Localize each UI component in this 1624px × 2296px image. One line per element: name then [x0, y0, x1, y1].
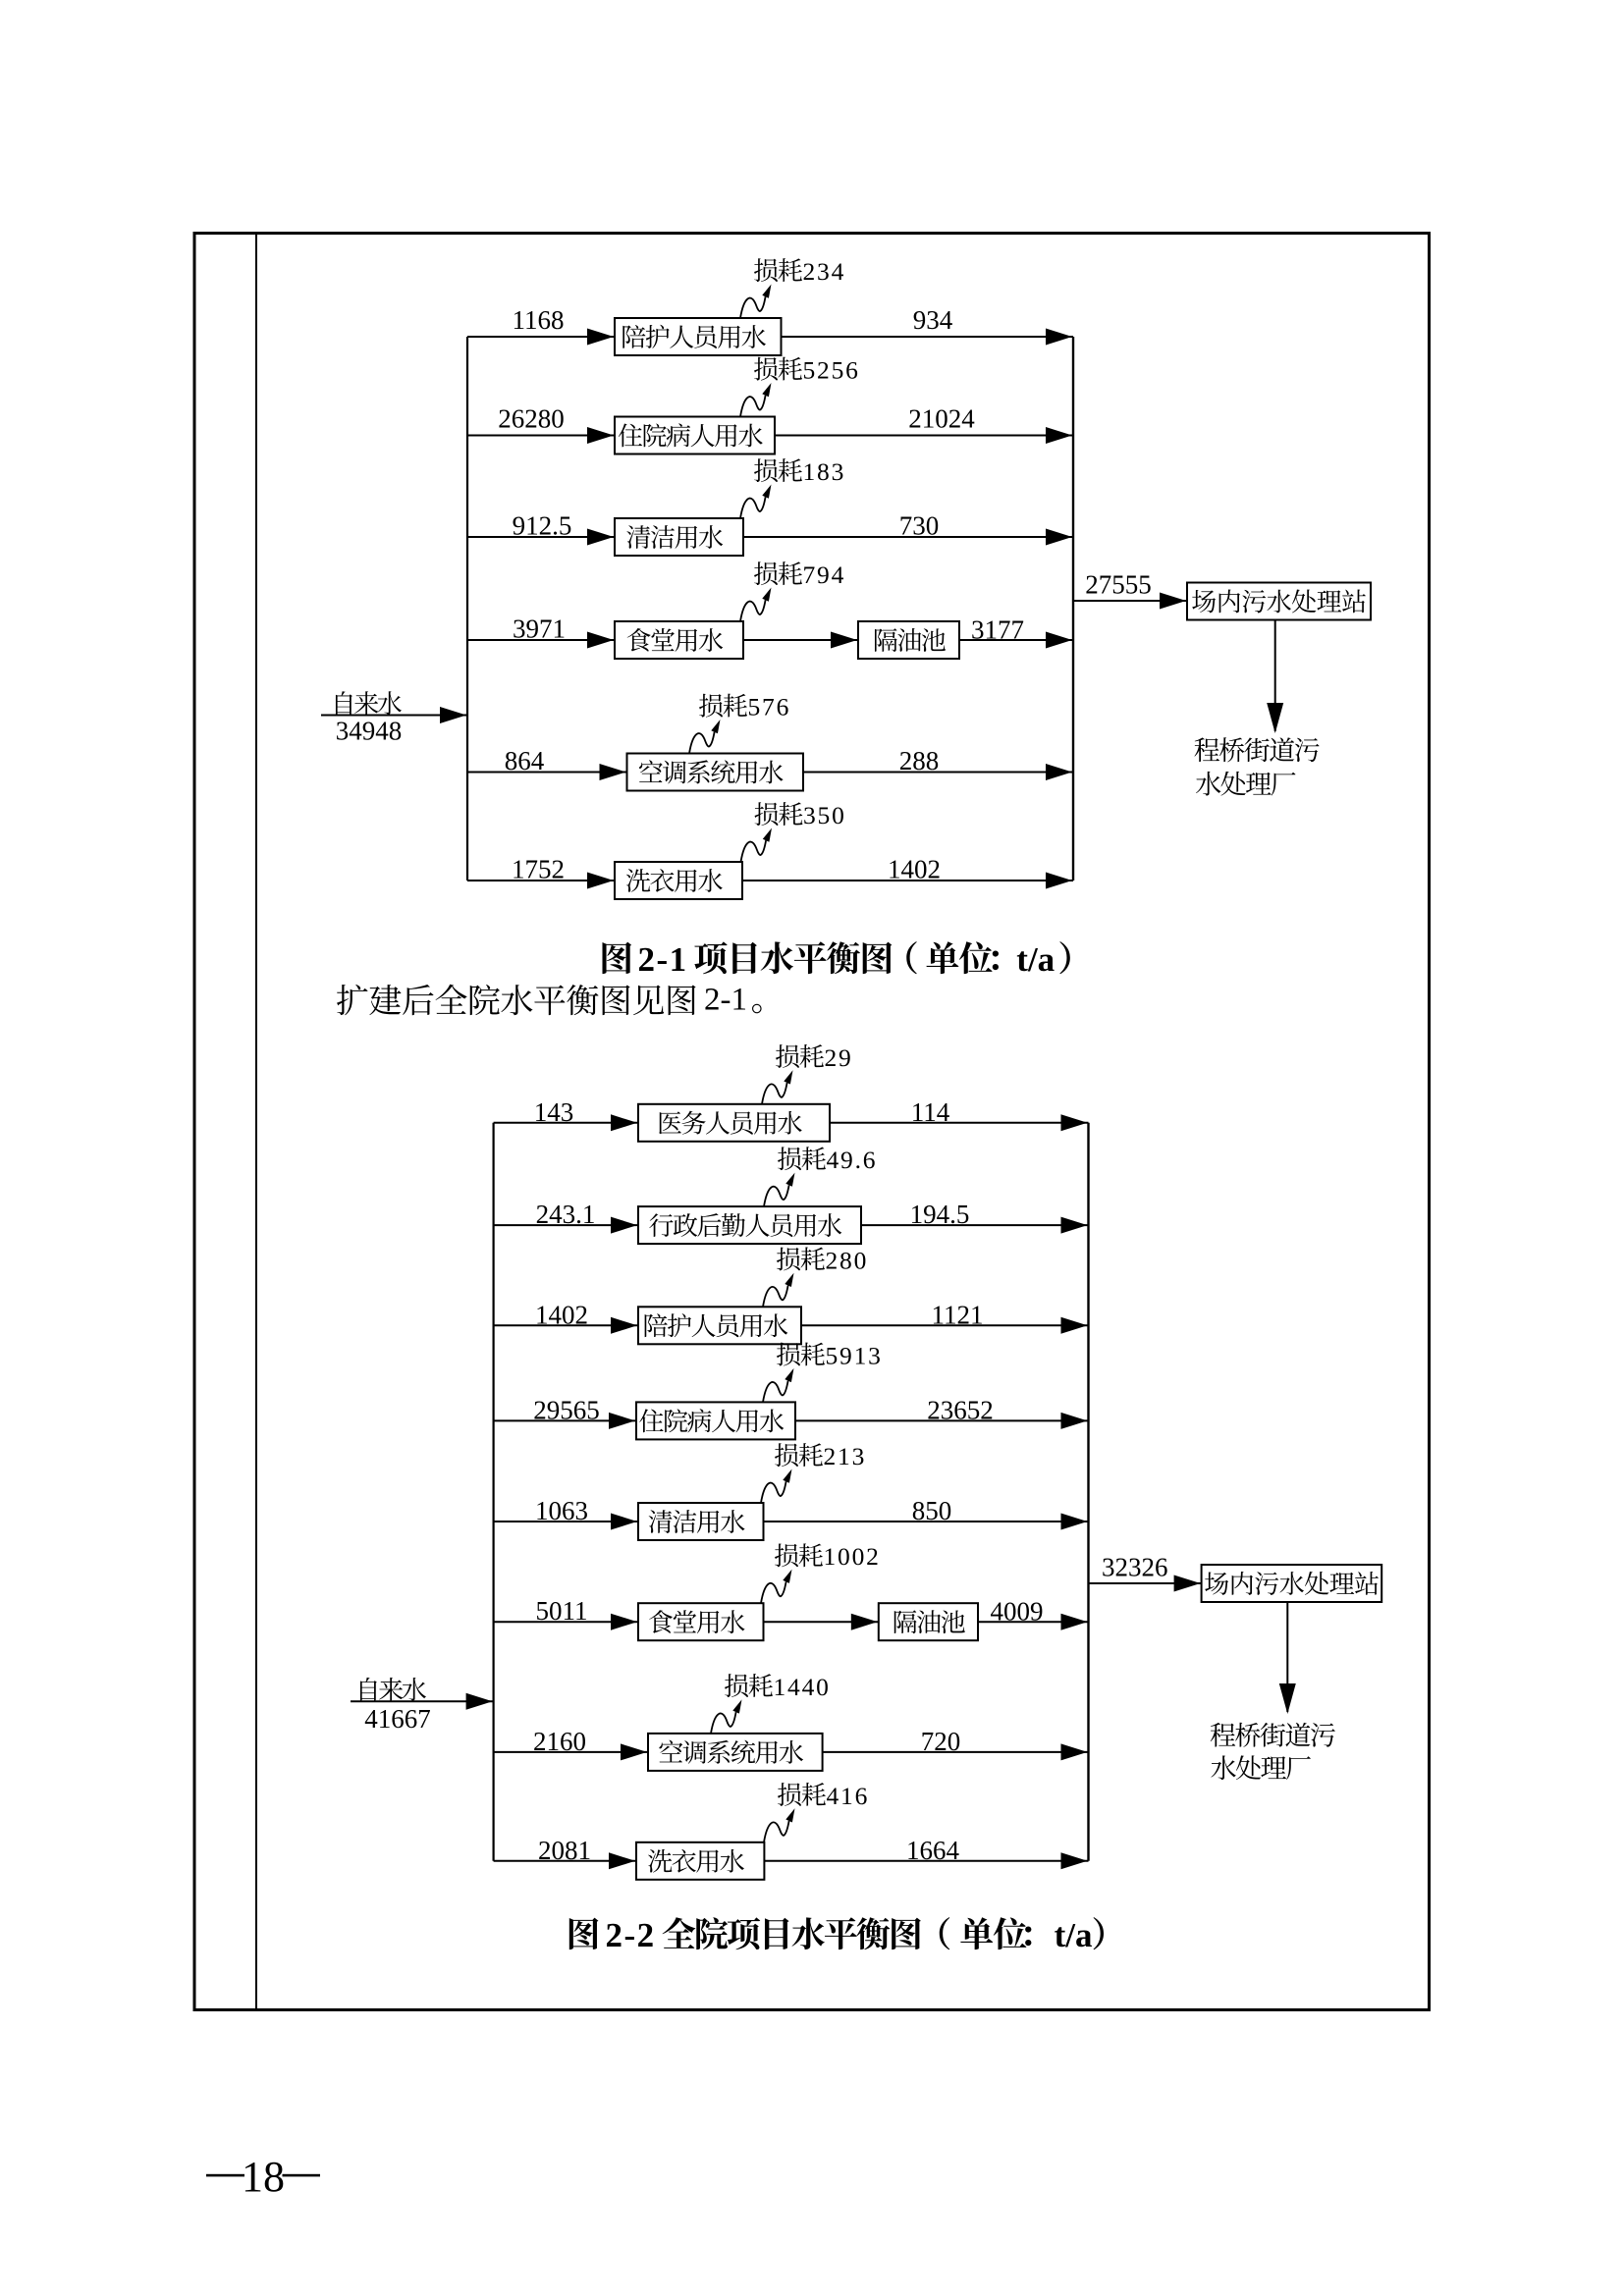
svg-text:2160: 2160 [533, 1727, 586, 1756]
svg-text:5256: 5256 [803, 356, 860, 385]
svg-text:18: 18 [242, 2153, 285, 2201]
svg-text:183: 183 [803, 457, 846, 486]
svg-text:2-1: 2-1 [704, 983, 747, 1018]
svg-text:720: 720 [921, 1727, 961, 1756]
svg-text:29: 29 [825, 1043, 853, 1072]
svg-text:1002: 1002 [824, 1542, 881, 1571]
svg-text:2-1: 2-1 [638, 940, 688, 979]
svg-text:1752: 1752 [512, 855, 565, 884]
svg-text:912.5: 912.5 [513, 511, 572, 541]
svg-text:t/a: t/a [1055, 1916, 1093, 1954]
svg-text:864: 864 [505, 746, 545, 775]
svg-text:243.1: 243.1 [536, 1200, 596, 1229]
svg-text:350: 350 [803, 801, 846, 829]
svg-text:41667: 41667 [364, 1704, 431, 1734]
svg-text:1402: 1402 [888, 855, 941, 884]
svg-text:1063: 1063 [535, 1496, 588, 1525]
svg-text:2081: 2081 [538, 1836, 591, 1865]
svg-text:5011: 5011 [536, 1596, 588, 1626]
svg-text:26280: 26280 [498, 404, 565, 434]
svg-text:27555: 27555 [1085, 570, 1152, 600]
svg-text:4009: 4009 [991, 1597, 1044, 1627]
svg-text:1121: 1121 [932, 1300, 984, 1329]
svg-text:23652: 23652 [927, 1395, 994, 1424]
svg-text:21024: 21024 [908, 404, 975, 434]
svg-text:143: 143 [534, 1097, 574, 1127]
svg-text:280: 280 [826, 1246, 869, 1274]
svg-text:416: 416 [827, 1782, 870, 1810]
svg-text:194.5: 194.5 [910, 1200, 970, 1229]
svg-text:49.6: 49.6 [827, 1146, 878, 1174]
svg-text:234: 234 [803, 257, 846, 286]
svg-text:3971: 3971 [513, 614, 566, 644]
svg-text:32326: 32326 [1102, 1553, 1168, 1582]
svg-text:576: 576 [748, 693, 791, 721]
svg-text:34948: 34948 [336, 717, 403, 746]
svg-text:934: 934 [913, 305, 953, 335]
svg-text:730: 730 [899, 511, 940, 541]
svg-text:794: 794 [803, 561, 846, 589]
svg-text:2-2: 2-2 [606, 1916, 656, 1954]
svg-text:3177: 3177 [971, 615, 1024, 645]
svg-text:1440: 1440 [774, 1673, 831, 1701]
svg-text:288: 288 [899, 746, 940, 775]
svg-text:213: 213 [824, 1442, 867, 1470]
svg-text:850: 850 [912, 1496, 952, 1525]
svg-text:t/a: t/a [1016, 940, 1055, 979]
svg-text:1664: 1664 [906, 1836, 960, 1865]
svg-text:1402: 1402 [535, 1300, 588, 1329]
svg-text:114: 114 [911, 1097, 950, 1127]
svg-text:1168: 1168 [513, 305, 565, 335]
svg-text:29565: 29565 [533, 1395, 600, 1424]
svg-text:5913: 5913 [826, 1341, 883, 1369]
